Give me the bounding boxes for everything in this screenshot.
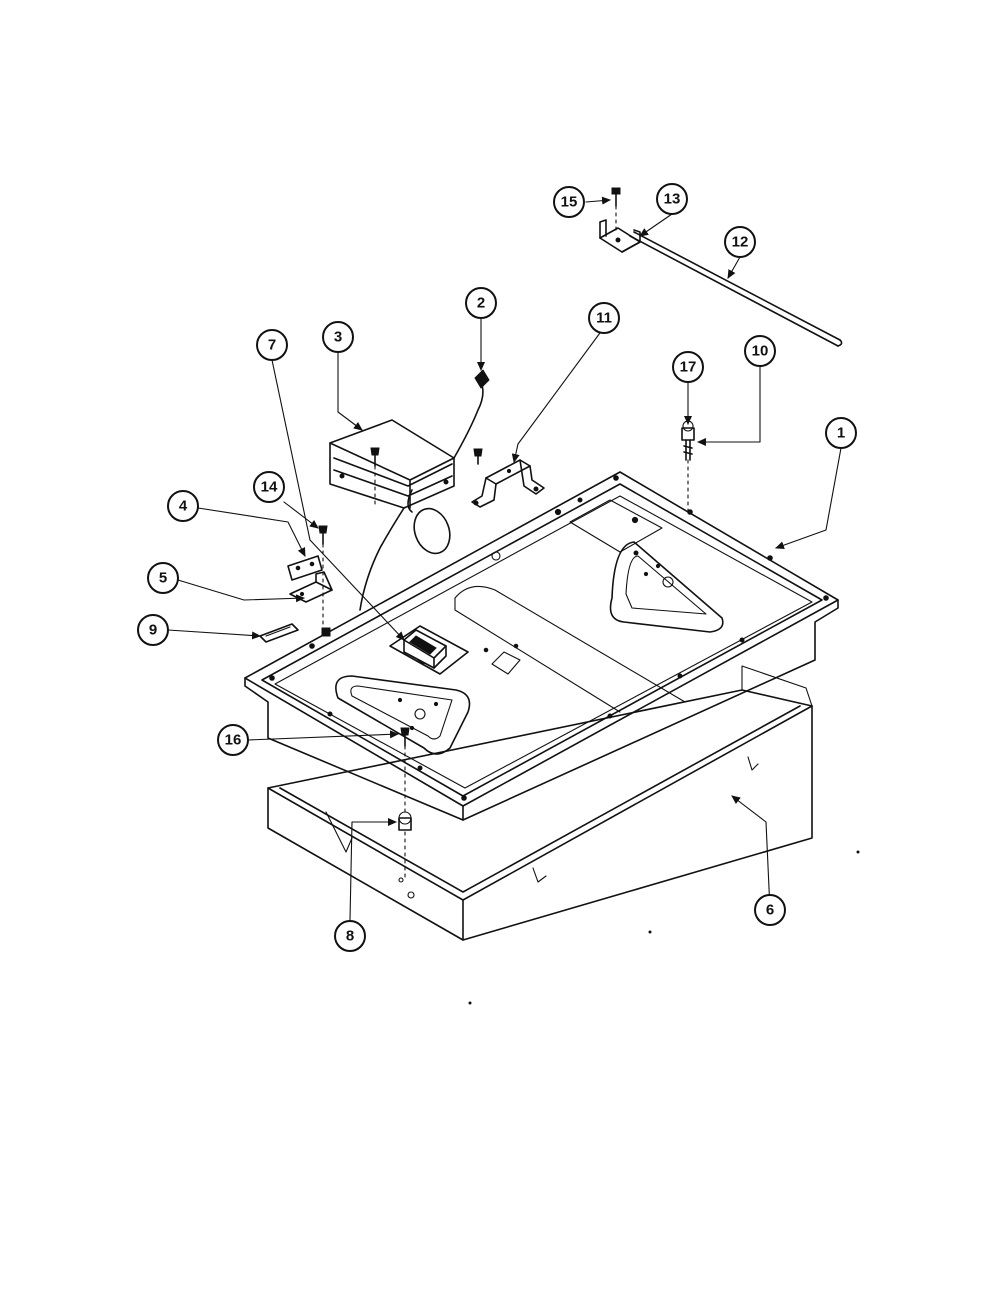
cooktop-top-part	[244, 471, 839, 821]
svg-text:7: 7	[268, 337, 276, 354]
callout-16: 16	[217, 724, 249, 756]
bracket-part	[471, 459, 545, 508]
leader-lines	[167, 196, 842, 921]
stud-screw-part	[681, 420, 695, 515]
callout-3: 3	[322, 321, 354, 353]
svg-text:8: 8	[346, 928, 354, 945]
svg-text:11: 11	[596, 310, 612, 327]
wire-lead-part	[359, 369, 490, 611]
bottom-screws	[398, 727, 412, 881]
svg-text:4: 4	[179, 498, 188, 515]
callout-14: 14	[253, 471, 285, 503]
svg-text:1: 1	[837, 425, 845, 442]
svg-text:9: 9	[149, 622, 157, 639]
callout-15: 15	[553, 186, 585, 218]
svg-text:12: 12	[732, 234, 749, 251]
bottom-pan-part	[267, 665, 813, 941]
rod-and-bracket-part	[599, 187, 843, 347]
svg-text:17: 17	[680, 359, 697, 376]
svg-text:10: 10	[752, 343, 769, 360]
callout-10: 10	[744, 335, 776, 367]
hinge-assembly-part	[259, 525, 333, 643]
svg-text:13: 13	[664, 191, 681, 208]
callout-17: 17	[672, 351, 704, 383]
svg-text:15: 15	[561, 194, 578, 211]
callout-11: 11	[588, 302, 620, 334]
callout-1: 1	[825, 417, 857, 449]
svg-text:6: 6	[766, 902, 774, 919]
svg-text:16: 16	[225, 732, 242, 749]
svg-text:3: 3	[334, 329, 342, 346]
callout-9: 9	[137, 614, 169, 646]
switch-receptacle-part	[389, 625, 469, 675]
svg-text:2: 2	[477, 295, 485, 312]
transformer-box-part	[329, 419, 455, 513]
callout-7: 7	[256, 329, 288, 361]
callout-12: 12	[724, 226, 756, 258]
svg-text:14: 14	[261, 479, 278, 496]
callout-4: 4	[167, 490, 199, 522]
callout-8: 8	[334, 920, 366, 952]
callout-13: 13	[656, 183, 688, 215]
svg-text:5: 5	[159, 570, 167, 587]
callout-6: 6	[754, 894, 786, 926]
callout-2: 2	[465, 287, 497, 319]
callout-5: 5	[147, 562, 179, 594]
screw-fastener	[370, 447, 483, 506]
